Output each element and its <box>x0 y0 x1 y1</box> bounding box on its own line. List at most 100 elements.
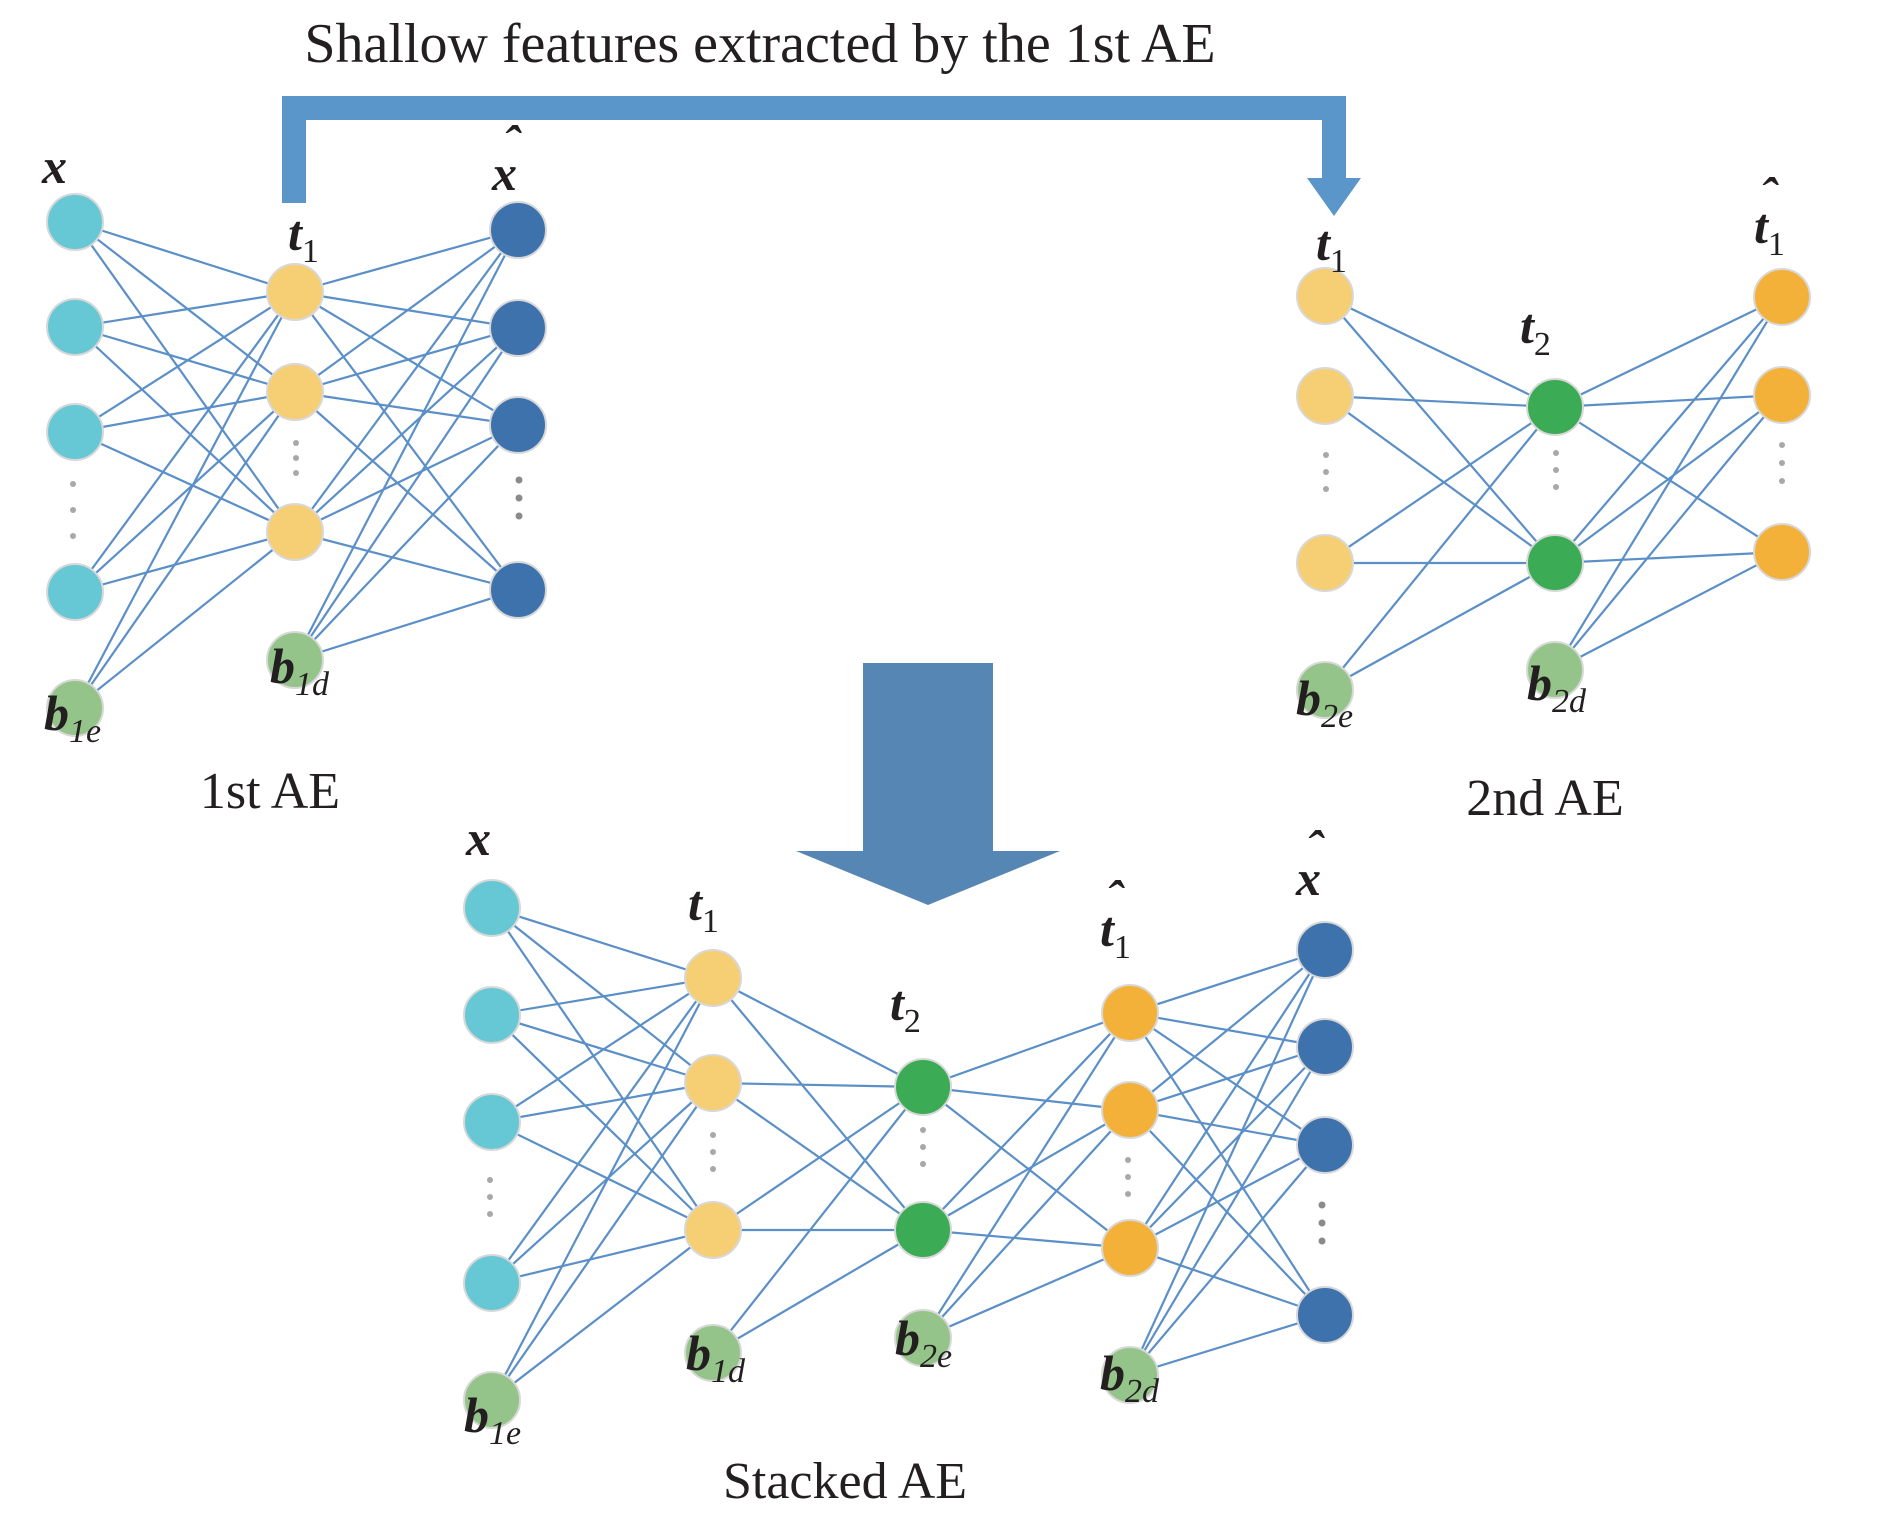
connection-edge <box>922 1109 1131 1339</box>
ae1-input-node <box>46 403 104 461</box>
stack-bias-2e-node <box>894 1309 952 1367</box>
connection-edge <box>491 1082 714 1284</box>
stack-b2d-label: b2d <box>1100 1345 1160 1410</box>
ae1-t1-label: t1 <box>288 205 319 270</box>
stack-b1e-label: b1e <box>464 1387 521 1452</box>
connection-edge <box>1324 295 1556 408</box>
connection-edge <box>491 976 714 1017</box>
stack-hidden3-node <box>1101 984 1159 1042</box>
stack-t1-label: t1 <box>688 875 719 940</box>
connection-edge <box>491 906 714 980</box>
stack-t1hat-hat: ˆ <box>1106 870 1125 926</box>
ae1-input-node <box>46 193 104 251</box>
connection-edge <box>1324 562 1556 691</box>
ae1-x-label: x <box>41 138 67 194</box>
connection-edge <box>1324 394 1556 409</box>
ae1-bias-encoder-node <box>46 679 104 737</box>
ae2-hidden-node <box>1526 534 1584 592</box>
connection-edge <box>712 1229 924 1354</box>
connection-edge <box>1324 406 1556 691</box>
diagram-title: Shallow features extracted by the 1st AE <box>304 13 1215 75</box>
ae2-t1-label: t1 <box>1316 215 1347 280</box>
connection-edge <box>74 291 296 433</box>
connection-edge <box>491 977 714 1123</box>
ae2-input-node <box>1296 534 1354 592</box>
ae2-t1hat-label: t1 <box>1754 198 1785 263</box>
connection-edge <box>1129 1144 1326 1376</box>
connection-edge <box>294 530 519 592</box>
connection-edge <box>294 229 519 661</box>
stacked-caption: Stacked AE <box>723 1453 967 1510</box>
connection-edge <box>74 220 296 294</box>
connection-edge <box>922 1012 1131 1231</box>
ae2-b2d-label: b2d <box>1527 655 1587 720</box>
connection-edge <box>922 1109 1131 1231</box>
connection-edge <box>491 1082 714 1401</box>
connection-edge <box>294 326 519 394</box>
connection-edge <box>294 390 519 427</box>
ae2-output-node <box>1753 366 1811 424</box>
connection-edge <box>74 291 296 709</box>
connection-edge <box>712 977 924 1231</box>
connection-edge <box>1554 394 1783 671</box>
ae2-input-node <box>1296 367 1354 425</box>
connection-edge <box>74 531 296 709</box>
stack-output-node <box>1296 1286 1354 1344</box>
connection-edge <box>922 1228 1131 1250</box>
stack-hidden1-node <box>684 949 742 1007</box>
ae1-output-node <box>489 201 547 259</box>
connection-edge <box>712 1082 924 1231</box>
connection-edge <box>712 977 924 1088</box>
connection-edge <box>1554 551 1783 671</box>
connection-edge <box>74 291 296 593</box>
stack-input-node <box>463 986 521 1044</box>
connection-edge <box>294 588 519 662</box>
stack-hidden1-node <box>684 1054 742 1112</box>
connection-edge <box>1554 296 1783 671</box>
connection-edge <box>1129 949 1326 1249</box>
connection-edge <box>294 327 519 533</box>
connection-edge <box>74 221 296 393</box>
stack-hidden2-node <box>894 1201 952 1259</box>
ae1-xhat-hat: ˆ <box>503 115 522 171</box>
ae2-bias-decoder-node <box>1526 641 1584 699</box>
ae1-output-node <box>489 396 547 454</box>
connection-edge <box>1129 1246 1326 1317</box>
ae1-b1d-label: b1d <box>270 638 330 703</box>
stack-bias-2d-node <box>1101 1346 1159 1404</box>
connection-edge <box>294 424 519 661</box>
connection-edge <box>1324 395 1556 564</box>
stack-x-label: x <box>465 810 491 866</box>
connection-edge <box>922 1012 1131 1339</box>
connection-edge <box>1129 1144 1326 1249</box>
ae1-input-node <box>46 298 104 356</box>
connection-edge <box>712 1086 924 1354</box>
stack-hidden2-node <box>894 1058 952 1116</box>
connection-edge <box>1554 393 1783 409</box>
ae2-hidden-node <box>1526 378 1584 436</box>
connection-edge <box>1129 1313 1326 1377</box>
connection-edge <box>922 1086 1131 1249</box>
connection-edge <box>1554 394 1783 564</box>
connection-edge <box>922 1085 1131 1112</box>
connection-edge <box>712 1086 924 1231</box>
ae1-input-node <box>46 563 104 621</box>
stack-t2-label: t2 <box>890 975 921 1040</box>
connection-edge <box>491 907 714 1231</box>
stack-t1hat-label: t1 <box>1100 901 1131 966</box>
connection-edge <box>1554 296 1783 564</box>
connection-edge <box>1129 1108 1326 1147</box>
stacking-arrow <box>796 663 1060 905</box>
connection-edge <box>74 530 296 594</box>
stack-bias-1e-node <box>463 1371 521 1429</box>
ae2-t2-label: t2 <box>1520 298 1551 363</box>
stack-output-node <box>1296 1018 1354 1076</box>
ae1-hidden-node <box>266 263 324 321</box>
connection-edge <box>1129 1046 1326 1376</box>
connection-edge <box>294 228 519 294</box>
ae2-output-node <box>1753 268 1811 326</box>
connection-edge <box>294 327 519 661</box>
connection-edge <box>491 1121 714 1231</box>
connection-edge <box>74 325 296 394</box>
